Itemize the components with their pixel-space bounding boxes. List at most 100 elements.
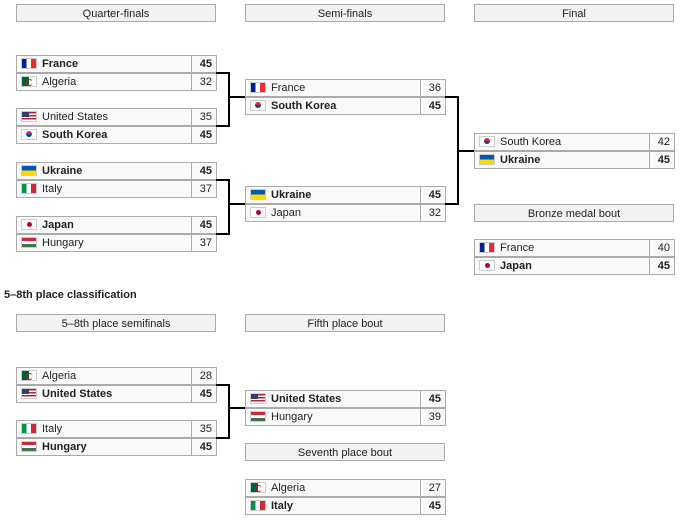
team-score: 45: [191, 438, 217, 456]
flag-hu-icon: [21, 440, 37, 452]
team-name-cell: France: [16, 55, 192, 73]
team-name[interactable]: Japan: [500, 260, 532, 272]
team-name-cell: United States: [16, 385, 192, 403]
connector-line: [228, 203, 245, 205]
flag-fr-icon: [21, 57, 37, 69]
team-score: 45: [191, 55, 217, 73]
team-row-hungary: Hungary 45: [16, 438, 217, 456]
connector-line: [228, 384, 230, 439]
flag-ua-icon: [250, 188, 266, 200]
flag-us-icon: [21, 110, 37, 122]
team-name[interactable]: Hungary: [42, 441, 87, 453]
team-score: 35: [191, 420, 217, 438]
connector-line: [228, 407, 245, 409]
team-score: 40: [649, 239, 675, 257]
header-semifinals: Semi-finals: [245, 4, 445, 22]
team-name[interactable]: United States: [271, 393, 342, 405]
team-name-cell: Japan: [245, 204, 421, 222]
team-score: 42: [649, 133, 675, 151]
team-name[interactable]: Japan: [271, 207, 301, 219]
team-name[interactable]: South Korea: [42, 129, 108, 141]
team-name-cell: Italy: [16, 420, 192, 438]
header-final: Final: [474, 4, 674, 22]
team-name-cell: Japan: [474, 257, 650, 275]
flag-hu-icon: [250, 410, 266, 422]
flag-jp-icon: [21, 218, 37, 230]
team-name[interactable]: South Korea: [271, 100, 337, 112]
team-name-cell: South Korea: [474, 133, 650, 151]
team-score: 45: [420, 390, 446, 408]
team-name-cell: United States: [16, 108, 192, 126]
flag-fr-icon: [479, 241, 495, 253]
team-name-cell: United States: [245, 390, 421, 408]
team-name-cell: South Korea: [16, 126, 192, 144]
team-name[interactable]: South Korea: [500, 136, 562, 148]
team-name-cell: Algeria: [16, 367, 192, 385]
team-score: 45: [191, 216, 217, 234]
team-score: 32: [420, 204, 446, 222]
team-row-italy: Italy 35: [16, 420, 217, 438]
team-name[interactable]: Italy: [271, 500, 294, 512]
team-name-cell: Hungary: [16, 234, 192, 252]
team-name[interactable]: Ukraine: [500, 154, 541, 166]
header-bronze-medal-bout: Bronze medal bout: [474, 204, 674, 222]
connector-line: [216, 125, 230, 127]
flag-kr-icon: [21, 128, 37, 140]
team-name[interactable]: Italy: [42, 423, 63, 435]
team-row-united-states: United States 45: [245, 390, 446, 408]
team-name-cell: Ukraine: [245, 186, 421, 204]
flag-it-icon: [21, 422, 37, 434]
connector-line: [457, 150, 474, 152]
flag-dz-icon: [250, 481, 266, 493]
team-name[interactable]: Japan: [42, 219, 74, 231]
team-score: 39: [420, 408, 446, 426]
team-row-south-korea: South Korea 45: [16, 126, 217, 144]
connector-line: [228, 179, 230, 235]
team-row-france: France 40: [474, 239, 675, 257]
team-name[interactable]: Italy: [42, 183, 63, 195]
team-name-cell: Hungary: [245, 408, 421, 426]
flag-kr-icon: [479, 135, 495, 147]
team-score: 45: [191, 126, 217, 144]
team-name[interactable]: France: [500, 242, 535, 254]
team-row-south-korea: South Korea 45: [245, 97, 446, 115]
team-name-cell: France: [245, 79, 421, 97]
team-name[interactable]: Algeria: [42, 76, 77, 88]
flag-it-icon: [250, 499, 266, 511]
connector-line: [445, 96, 459, 98]
header-quarterfinals: Quarter-finals: [16, 4, 216, 22]
flag-us-icon: [21, 387, 37, 399]
team-score: 45: [420, 186, 446, 204]
flag-hu-icon: [21, 236, 37, 248]
connector-line: [445, 203, 459, 205]
team-name-cell: Hungary: [16, 438, 192, 456]
flag-dz-icon: [21, 369, 37, 381]
team-name[interactable]: France: [42, 58, 79, 70]
team-name[interactable]: France: [271, 82, 306, 94]
team-name[interactable]: United States: [42, 111, 109, 123]
flag-kr-icon: [250, 99, 266, 111]
team-name[interactable]: Ukraine: [271, 189, 312, 201]
team-name-cell: Algeria: [245, 479, 421, 497]
team-name[interactable]: Hungary: [271, 411, 313, 423]
team-row-japan: Japan 32: [245, 204, 446, 222]
team-row-japan: Japan 45: [16, 216, 217, 234]
team-name[interactable]: United States: [42, 388, 113, 400]
team-name-cell: Algeria: [16, 73, 192, 91]
team-name[interactable]: Hungary: [42, 237, 84, 249]
team-name-cell: Italy: [16, 180, 192, 198]
team-row-hungary: Hungary 37: [16, 234, 217, 252]
header-placement-semifinals: 5–8th place semifinals: [16, 314, 216, 332]
team-score: 37: [191, 234, 217, 252]
team-name[interactable]: Ukraine: [42, 165, 83, 177]
team-score: 45: [420, 97, 446, 115]
header-fifth-place-bout: Fifth place bout: [245, 314, 445, 332]
team-name[interactable]: Algeria: [271, 482, 306, 494]
team-name[interactable]: Algeria: [42, 370, 77, 382]
team-score: 45: [649, 257, 675, 275]
